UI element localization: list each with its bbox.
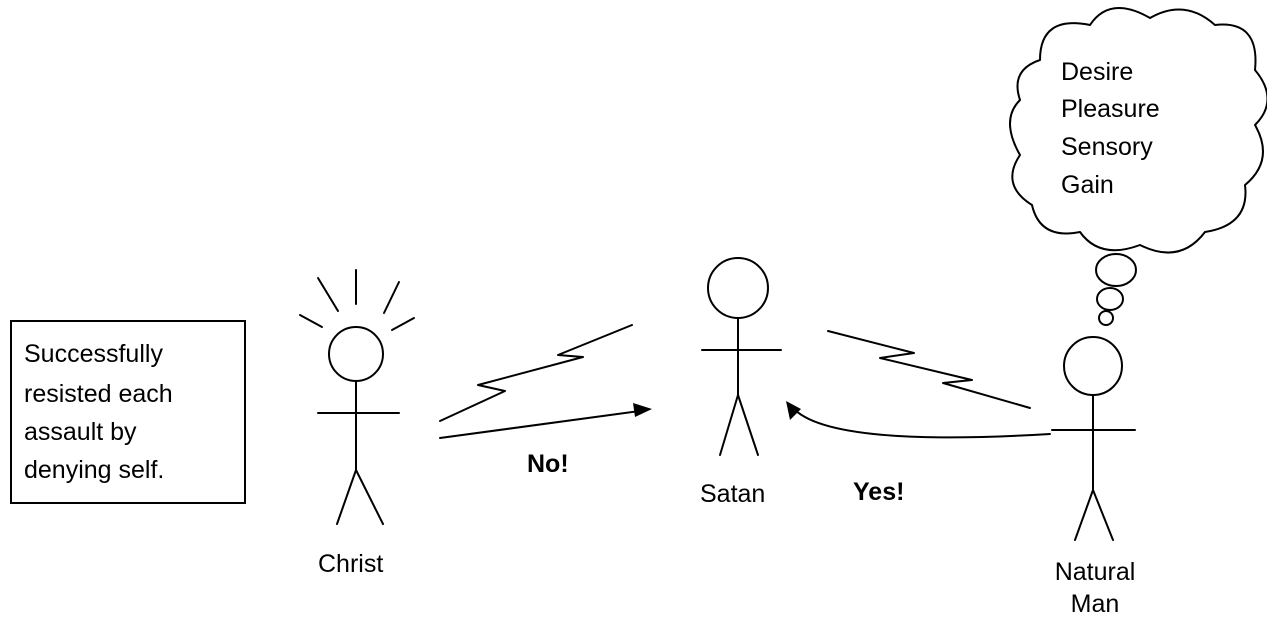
satan-label: Satan (700, 480, 765, 508)
cloud-line: Pleasure (1061, 95, 1160, 123)
satan-figure (702, 258, 781, 455)
natural-man-label-line-2: Man (1040, 590, 1150, 618)
natural-man-figure (1052, 337, 1135, 540)
thought-cloud (1010, 8, 1267, 253)
cloud-line: Sensory (1061, 133, 1153, 161)
note-line: Successfully (24, 340, 163, 368)
cloud-line: Desire (1061, 58, 1133, 86)
no-arrowhead (633, 403, 652, 417)
lightning-bolt-right (828, 331, 1030, 408)
halo-rays (300, 270, 414, 330)
cloud-line: Gain (1061, 171, 1114, 199)
note-line: denying self. (24, 456, 164, 484)
no-label: No! (527, 450, 569, 478)
christ-figure (318, 327, 399, 524)
yes-label: Yes! (853, 478, 904, 506)
natural-man-label-line-1: Natural (1040, 558, 1150, 586)
lightning-bolt-left (440, 325, 632, 421)
note-line: assault by (24, 418, 137, 446)
note-line: resisted each (24, 380, 173, 408)
yes-arrow (795, 410, 1050, 437)
no-arrow (440, 411, 640, 438)
yes-arrowhead (786, 401, 801, 420)
christ-label: Christ (318, 550, 383, 578)
thought-bubbles (1096, 254, 1136, 325)
